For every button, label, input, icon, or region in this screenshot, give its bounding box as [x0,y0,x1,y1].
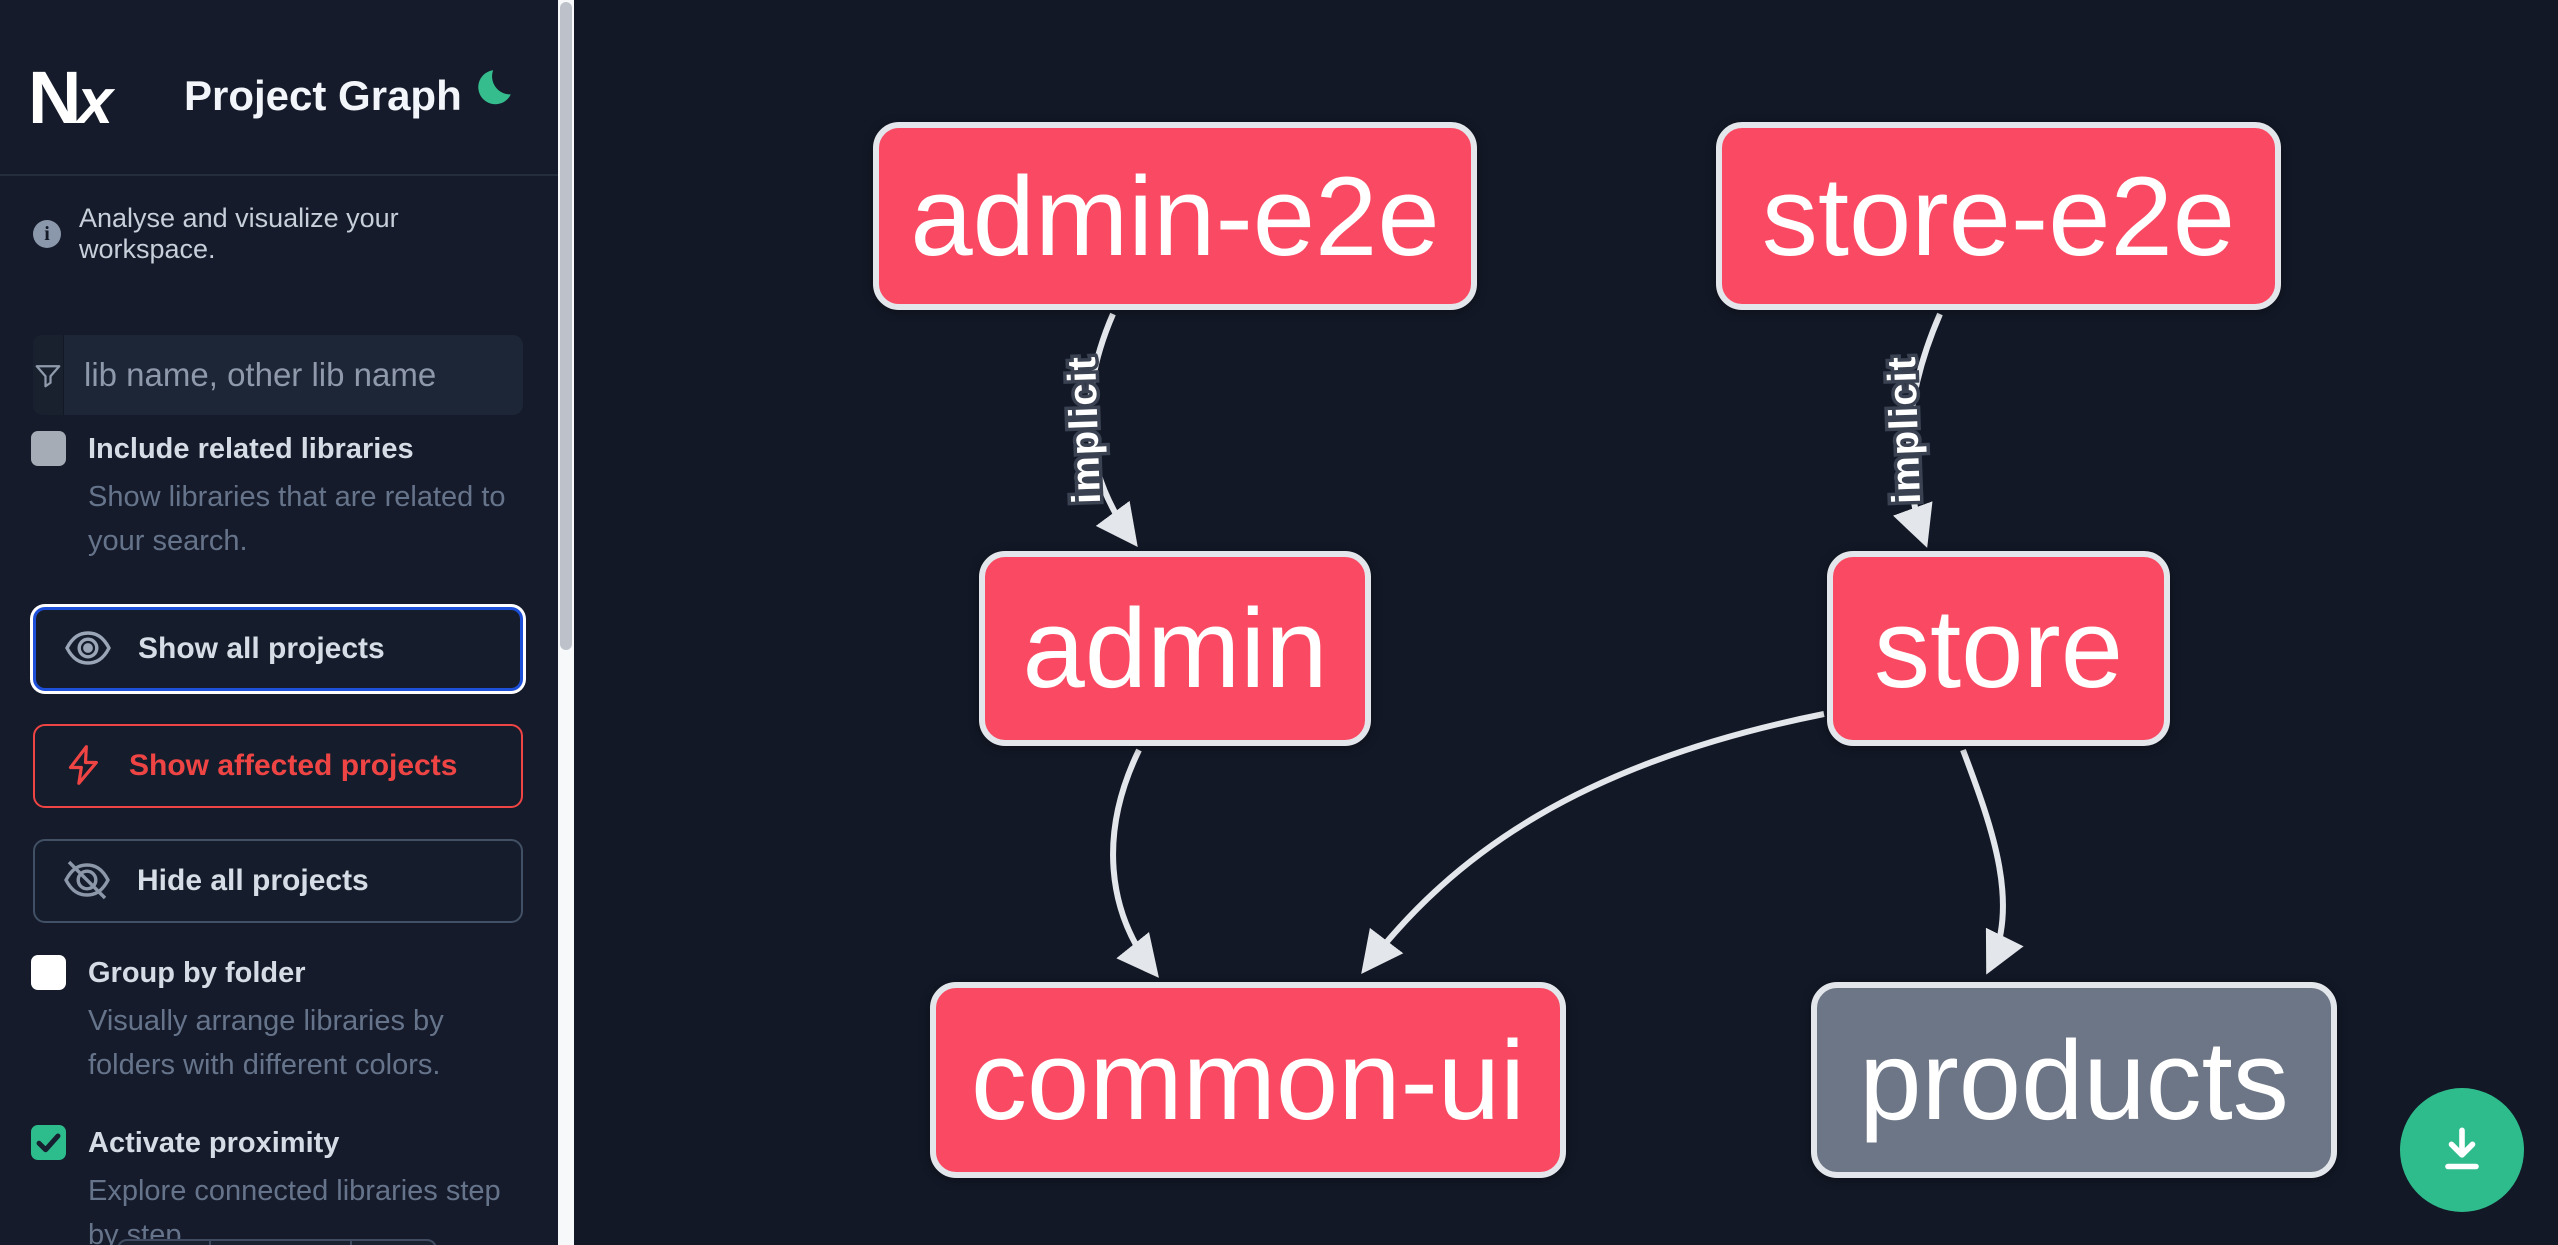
edge-admin-common-ui [1110,748,1159,978]
bolt-icon [63,743,103,790]
node-admin-e2e[interactable]: admin-e2e [873,122,1477,310]
checkbox-label: Group by folder [88,957,306,989]
sidebar-scrollbar-track [558,0,574,1245]
search-input[interactable] [64,335,529,415]
button-label: Show affected projects [129,749,458,782]
group-by-folder-row: Group by folder Visually arrange librari… [31,953,526,1087]
checkbox-label: Activate proximity [88,1127,340,1159]
include-related-row: Include related libraries Show libraries… [31,429,526,563]
search-box [33,335,529,415]
proximity-stepper [117,1239,437,1245]
stepper-increment-segment[interactable] [352,1241,437,1245]
node-admin[interactable]: admin [979,551,1371,746]
edge-store-products [1960,748,2024,975]
hide-all-projects-button[interactable]: Hide all projects [33,839,523,923]
node-store-e2e[interactable]: store-e2e [1716,122,2281,310]
checkbox-description: Explore connected libraries step by step… [88,1175,501,1245]
edge-label-implicit[interactable]: implicit [1876,352,1932,508]
page-title: Project Graph [184,72,462,119]
workspace-info: i Analyse and visualize your workspace. [33,203,533,265]
show-all-projects-button[interactable]: Show all projects [33,607,523,691]
download-graph-button[interactable] [2400,1088,2524,1212]
moon-icon [469,69,515,115]
button-label: Hide all projects [137,864,369,897]
node-common-ui[interactable]: common-ui [930,982,1566,1178]
stepper-value-segment[interactable] [211,1241,352,1245]
download-icon [2434,1121,2490,1180]
group-by-folder-checkbox[interactable] [31,955,66,990]
graph-edges [1086,312,2024,978]
filter-icon [33,335,64,415]
theme-toggle-button[interactable] [464,62,520,118]
edge-store-common-ui [1361,711,1825,975]
eye-icon [64,628,112,671]
workspace-info-text: Analyse and visualize your workspace. [79,203,399,264]
checkbox-description: Visually arrange libraries by folders wi… [88,1005,444,1081]
show-affected-projects-button[interactable]: Show affected projects [33,724,523,808]
edge-label-implicit[interactable]: implicit [1056,352,1112,508]
info-icon: i [33,220,61,248]
stepper-decrement-segment[interactable] [119,1241,211,1245]
button-label: Show all projects [138,632,385,665]
edge-admin-e2e-admin [1086,312,1138,548]
checkbox-description: Show libraries that are related to your … [88,481,506,557]
node-products[interactable]: products [1811,982,2337,1178]
activate-proximity-row: Activate proximity Explore connected lib… [31,1123,526,1245]
sidebar-scrollbar-thumb[interactable] [560,2,572,650]
graph-canvas[interactable]: implicit implicit admin-e2e store-e2e ad… [574,0,2558,1245]
checkbox-label: Include related libraries [88,433,414,465]
sidebar: Nx Project Graph i Analyse and visualize… [0,0,558,1245]
eye-off-icon [63,858,111,905]
nx-logo: Nx [28,56,113,139]
edge-store-e2e-store [1893,312,1943,548]
activate-proximity-checkbox[interactable] [31,1125,66,1160]
sidebar-header: Nx Project Graph [0,0,558,176]
node-store[interactable]: store [1827,551,2170,746]
include-related-checkbox[interactable] [31,431,66,466]
